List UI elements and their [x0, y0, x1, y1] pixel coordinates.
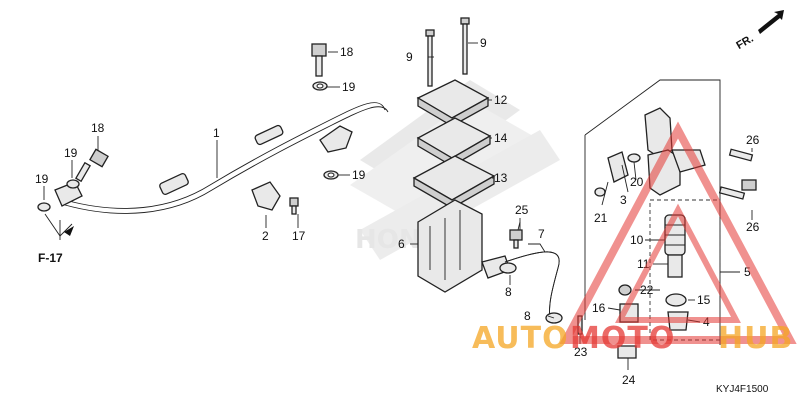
label-part-7: 7: [538, 227, 545, 241]
label-part-1: 1: [213, 126, 220, 140]
oring-21: [594, 187, 606, 197]
joint-3: [607, 151, 629, 183]
front-arrow-label: FR.: [734, 33, 755, 52]
screw-17: [289, 197, 299, 215]
nut-22: [618, 284, 632, 296]
front-arrow: FR.: [734, 10, 784, 52]
part-number-labels: 1 2 3 4 5 6 7 8 8 9 9 10 11 12 13 14 15 …: [35, 36, 760, 387]
washer-19d: [37, 202, 51, 212]
f17-reference: F-17: [38, 213, 74, 265]
bolt-18a: [311, 43, 327, 77]
label-part-20: 20: [630, 175, 644, 189]
spring-11: [667, 254, 683, 278]
watermark: AUTO MOTO HUB: [472, 121, 797, 356]
washer-19a: [312, 81, 328, 91]
label-part-3: 3: [620, 193, 627, 207]
f17-label: F-17: [38, 251, 63, 265]
watermark-triangle-icon: [559, 121, 797, 344]
label-part-25: 25: [515, 203, 529, 217]
label-part-8b: 8: [524, 309, 531, 323]
label-part-23: 23: [574, 345, 588, 359]
label-part-22: 22: [640, 283, 654, 297]
watermark-hub: HUB: [718, 321, 793, 356]
label-part-17: 17: [292, 229, 306, 243]
label-part-19b: 19: [352, 168, 366, 182]
bolts-26: [718, 148, 757, 200]
watermark-auto: AUTO: [472, 321, 569, 356]
label-part-5: 5: [744, 265, 751, 279]
bolt-25: [509, 229, 523, 249]
label-part-19a: 19: [342, 80, 356, 94]
washer-19b: [323, 170, 339, 180]
label-part-15: 15: [697, 293, 711, 307]
label-part-8a: 8: [505, 285, 512, 299]
bolt-18b: [75, 148, 109, 183]
label-part-26b: 26: [746, 220, 760, 234]
watermark-moto: MOTO: [570, 321, 675, 356]
label-part-13: 13: [494, 171, 508, 185]
label-part-19c: 19: [64, 146, 78, 160]
clamp-8a: [499, 262, 517, 274]
label-part-2: 2: [262, 229, 269, 243]
hose-clamp-2: [251, 181, 281, 211]
label-part-6: 6: [398, 237, 405, 251]
clip-24: [617, 345, 637, 359]
label-part-26a: 26: [746, 133, 760, 147]
oring-20: [627, 153, 641, 163]
washer-19c: [66, 179, 80, 189]
label-part-18b: 18: [91, 121, 105, 135]
screws-9: [425, 17, 470, 87]
label-part-12: 12: [494, 93, 508, 107]
hose-7: [504, 251, 560, 321]
label-part-19d: 19: [35, 172, 49, 186]
label-part-24: 24: [622, 373, 636, 387]
label-part-21: 21: [594, 211, 608, 225]
diagram-code: KYJ4F1500: [716, 384, 769, 395]
label-part-16: 16: [592, 301, 606, 315]
label-part-18a: 18: [340, 45, 354, 59]
label-part-10: 10: [630, 233, 644, 247]
reservoir-6: [417, 199, 511, 293]
leader-lines: [43, 42, 753, 370]
brake-hose: [54, 102, 389, 214]
label-part-9a: 9: [406, 50, 413, 64]
label-part-9b: 9: [480, 36, 487, 50]
washer-15: [665, 293, 687, 307]
label-part-14: 14: [494, 131, 508, 145]
